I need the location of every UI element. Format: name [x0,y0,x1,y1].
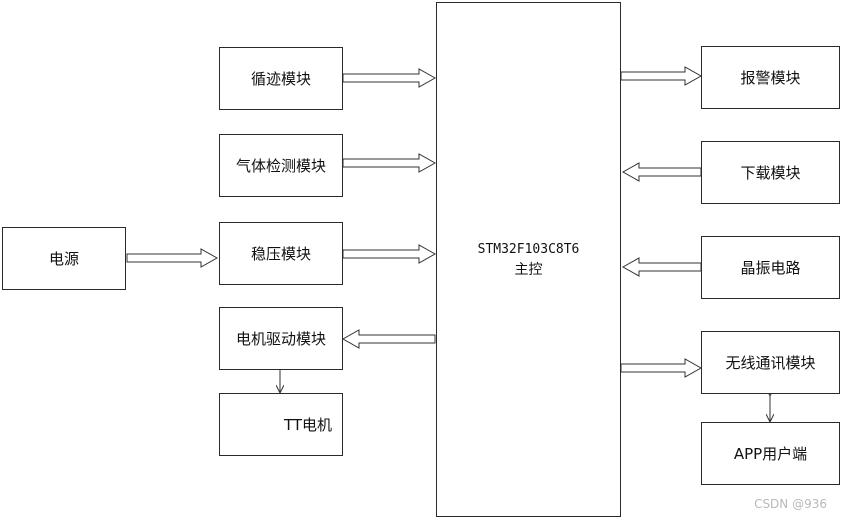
tracking-module-box: 循迹模块 [219,47,343,110]
app-client-box: APP用户端 [701,422,840,485]
tt-motor-label: TT电机 [283,416,332,434]
mcu-name: STM32F103C8T6 [477,241,580,257]
wireless-module-label: 无线通讯模块 [725,354,816,372]
arrow-tracking-to-mcu [342,68,437,88]
gas-detection-module-box: 气体检测模块 [219,134,343,197]
tt-motor-box: TT电机 [219,393,343,456]
arrow-regulator-to-mcu [342,244,437,264]
app-client-label: APP用户端 [733,445,808,463]
power-box: 电源 [2,227,126,290]
arrow-crystal-to-mcu [621,257,702,277]
mcu-box: STM32F103C8T6 主控 [436,2,621,517]
download-module-label: 下载模块 [740,164,801,182]
regulator-module-label: 稳压模块 [250,245,311,263]
crystal-circuit-box: 晶振电路 [701,236,840,299]
alarm-module-label: 报警模块 [740,69,801,87]
wireless-module-box: 无线通讯模块 [701,331,840,394]
arrow-power-to-regulator [126,248,219,268]
tracking-module-label: 循迹模块 [250,70,311,88]
watermark: CSDN @936 [754,497,827,511]
motor-driver-module-box: 电机驱动模块 [219,307,343,370]
arrow-mcu-to-wireless [620,358,703,378]
alarm-module-box: 报警模块 [701,46,840,109]
gas-detection-module-label: 气体检测模块 [235,157,326,175]
arrow-gas-to-mcu [342,153,437,173]
regulator-module-box: 稳压模块 [219,222,343,285]
download-module-box: 下载模块 [701,141,840,204]
mcu-role: 主控 [514,261,543,278]
motor-driver-module-label: 电机驱动模块 [235,330,326,348]
arrow-mcu-to-motor-driver [341,329,436,349]
power-label: 电源 [48,250,79,268]
crystal-circuit-label: 晶振电路 [740,259,801,277]
arrow-mcu-to-alarm [620,66,703,86]
arrow-download-to-mcu [621,162,702,182]
